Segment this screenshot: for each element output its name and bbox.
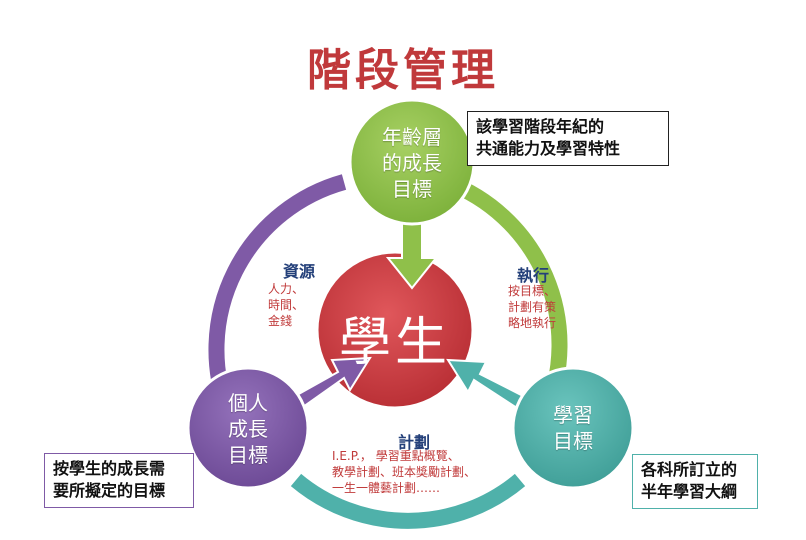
- node-top-label: 年齡層 的成長 目標: [352, 124, 472, 202]
- plan-line: 教學計劃、班本獎勵計劃、: [332, 465, 477, 479]
- callout-right-line: 各科所訂立的: [641, 460, 738, 479]
- execution-line: 計劃有策: [508, 300, 557, 314]
- resources-line: 人力、: [268, 282, 305, 296]
- node-right-label: 學習 目標: [513, 402, 633, 454]
- center-label: 學生: [338, 313, 451, 373]
- node-top-line: 的成長: [382, 151, 442, 175]
- node-top-line: 目標: [392, 177, 432, 201]
- execution-title: 執行: [517, 266, 550, 285]
- plan-text: I.E.P.， 學習重點概覽、 教學計劃、班本獎勵計劃、 一生一體藝計劃……: [332, 448, 476, 496]
- plan-line: I.E.P.， 學習重點概覽、: [332, 449, 460, 463]
- callout-top-line: 共通能力及學習特性: [476, 139, 621, 158]
- callout-left-line: 要所擬定的目標: [53, 481, 166, 500]
- node-left-label: 個人 成長 目標: [188, 390, 308, 468]
- execution-line: 按目標、: [508, 284, 557, 298]
- resources-line: 金錢: [268, 314, 293, 328]
- ring-arc-bottom: [290, 473, 526, 529]
- node-right-circle: [511, 366, 635, 490]
- node-top-line: 年齡層: [382, 125, 442, 149]
- node-left-line: 成長: [228, 417, 268, 441]
- plan-line: 一生一體藝計劃……: [332, 481, 441, 495]
- node-left-line: 目標: [228, 443, 268, 467]
- page-title: 階段管理: [307, 45, 499, 96]
- execution-text: 按目標、 計劃有策 略地執行: [508, 283, 556, 331]
- callout-right: 各科所訂立的 半年學習大綱: [632, 454, 758, 509]
- node-left-line: 個人: [228, 391, 268, 415]
- resources-title: 資源: [283, 262, 316, 281]
- ring-arc-left: [208, 174, 347, 415]
- resources-line: 時間、: [268, 298, 305, 312]
- callout-left-line: 按學生的成長需: [53, 459, 166, 478]
- callout-left: 按學生的成長需 要所擬定的目標: [44, 453, 194, 508]
- callout-top-line: 該學習階段年紀的: [476, 117, 605, 136]
- arrow-right: [446, 358, 529, 412]
- node-left-circle: [186, 366, 310, 490]
- callout-right-line: 半年學習大綱: [641, 482, 738, 501]
- node-right-line: 目標: [553, 429, 593, 453]
- node-right-line: 學習: [553, 403, 593, 427]
- execution-line: 略地執行: [508, 316, 557, 330]
- resources-text: 人力、 時間、 金錢: [268, 281, 304, 329]
- plan-title: 計劃: [398, 433, 431, 452]
- callout-top: 該學習階段年紀的 共通能力及學習特性: [467, 111, 669, 166]
